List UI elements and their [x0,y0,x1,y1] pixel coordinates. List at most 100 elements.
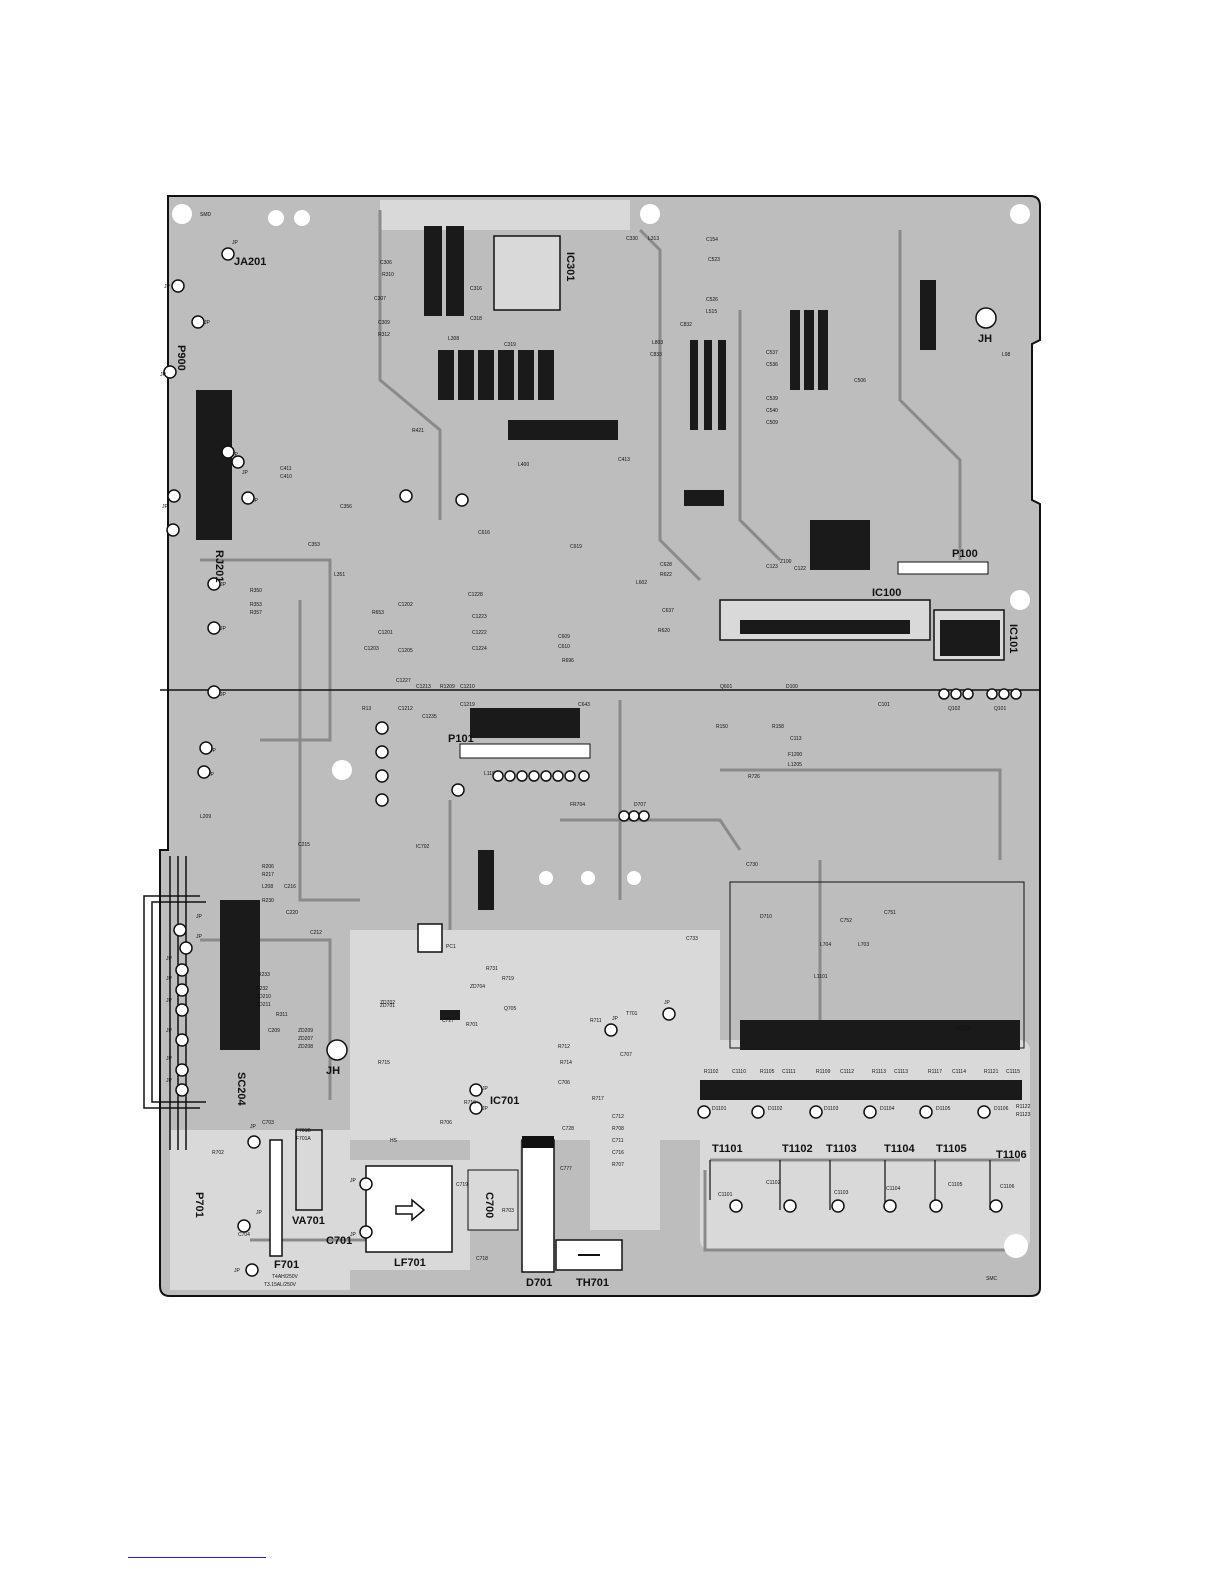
label-smc-bottom: SMC [986,1276,998,1282]
label-r716: R716 [464,1100,476,1106]
label-r706: R706 [440,1120,452,1126]
label-c1210: C1210 [460,684,475,690]
label-jp-19: JP [166,1028,173,1034]
label-c712: C712 [612,1114,624,1120]
label-t1101: T1101 [712,1143,743,1155]
footer-link-underline [128,1557,266,1558]
label-r230: R230 [262,898,274,904]
line-filter-lf701 [365,1165,453,1253]
label-r357: R357 [250,610,262,616]
label-c1105: C1105 [948,1182,963,1188]
label-c410: C410 [280,474,292,480]
label-zd209: ZD209 [298,1028,313,1034]
label-r310: R310 [382,272,394,278]
label-c719: C719 [456,1182,468,1188]
label-z100: Z100 [780,559,792,565]
label-r703: R703 [502,1208,514,1214]
label-t1106: T1106 [996,1149,1027,1161]
label-r696: R696 [562,658,574,664]
label-c1112: C1112 [840,1069,854,1075]
label-f1200: F1200 [788,752,802,758]
label-d1101: D1101 [712,1106,727,1112]
label-ic701: IC701 [490,1095,519,1107]
label-c1111: C1111 [782,1069,796,1075]
label-zd211: ZD211 [256,1002,271,1008]
label-c353: C353 [308,542,320,548]
label-t701: T701 [626,1011,638,1017]
label-r707: R707 [612,1162,624,1168]
label-c1228: C1228 [468,592,483,598]
ic301-chip [493,235,561,311]
label-c1201: C1201 [378,630,393,636]
label-jp-30: JP [482,1106,489,1112]
label-d710: D710 [760,914,772,920]
label-jp-13: JP [208,772,215,778]
label-jp-3: JP [204,320,211,326]
label-c319: C319 [504,342,516,348]
label-q705: Q705 [504,1006,516,1012]
label-sc204: SC204 [235,1072,247,1107]
label-f701b: F701B [296,1128,311,1134]
label-hs: HS [390,1138,398,1144]
label-r421: R421 [412,428,424,434]
label-r1113: R1113 [872,1069,886,1075]
label-r708: R708 [612,1126,624,1132]
label-c215: C215 [298,842,310,848]
label-c1219: C1219 [460,702,475,708]
label-ja201: JA201 [234,256,266,268]
label-ic100: IC100 [872,587,901,599]
label-r206: R206 [262,864,274,870]
label-jp-16: JP [166,956,173,962]
label-l98: L98 [1002,352,1011,358]
label-c637: C637 [662,608,674,614]
thermistor-th701 [555,1239,623,1271]
scart-connector-outline [143,856,206,1150]
label-fr704: FR704 [570,802,585,808]
label-c711: C711 [612,1138,624,1144]
label-zd210: ZD210 [256,994,271,1000]
label-d701: D701 [526,1277,552,1289]
label-c704: C704 [238,1232,250,1238]
label-jp-18: JP [166,998,173,1004]
label-r731: R731 [486,966,498,972]
label-l351: L351 [334,572,345,578]
label-d1103: D1103 [824,1106,839,1112]
label-c536: C536 [766,362,778,368]
label-pc1: PC1 [446,944,456,950]
label-c220: C220 [286,910,298,916]
label-c777: C777 [560,1166,572,1172]
label-jp-12: JP [210,748,217,754]
label-c209: C209 [268,1028,280,1034]
label-l515: L515 [706,309,717,315]
label-zd701: ZD701 [380,1003,395,1009]
label-c609: C609 [558,634,570,640]
label-c1227: C1227 [396,678,411,684]
label-c537: C537 [766,350,778,356]
label-c619: C619 [570,544,582,550]
label-r1209: R1209 [440,684,455,690]
label-c643: C643 [578,702,590,708]
cap-c700-outline [467,1169,519,1231]
label-jp-20: JP [166,1056,173,1062]
label-jp-2: JP [164,284,171,290]
label-r217: R217 [262,872,274,878]
label-c727: C727 [442,1018,454,1024]
label-p701: P701 [193,1192,205,1218]
label-jp-8: JP [252,498,259,504]
p101-connector [459,743,591,759]
label-c616: C616 [478,530,490,536]
label-c752: C752 [840,918,852,924]
label-jp-17: JP [166,976,173,982]
large-labels: JA201 P900 RJ201 IC301 JH P100 IC100 IC1… [175,252,1027,1289]
label-c1101: C1101 [718,1192,733,1198]
label-q601: Q601 [720,684,732,690]
label-l703: L703 [858,942,869,948]
label-ic301: IC301 [564,252,576,281]
label-c413: C413 [618,457,630,463]
label-c1106: C1106 [1000,1184,1015,1190]
label-p101: P101 [448,733,474,745]
label-c733: C733 [686,936,698,942]
label-c1113: C1113 [894,1069,908,1075]
label-r711: R711 [590,1018,602,1024]
optocoupler-pc1 [417,923,443,953]
